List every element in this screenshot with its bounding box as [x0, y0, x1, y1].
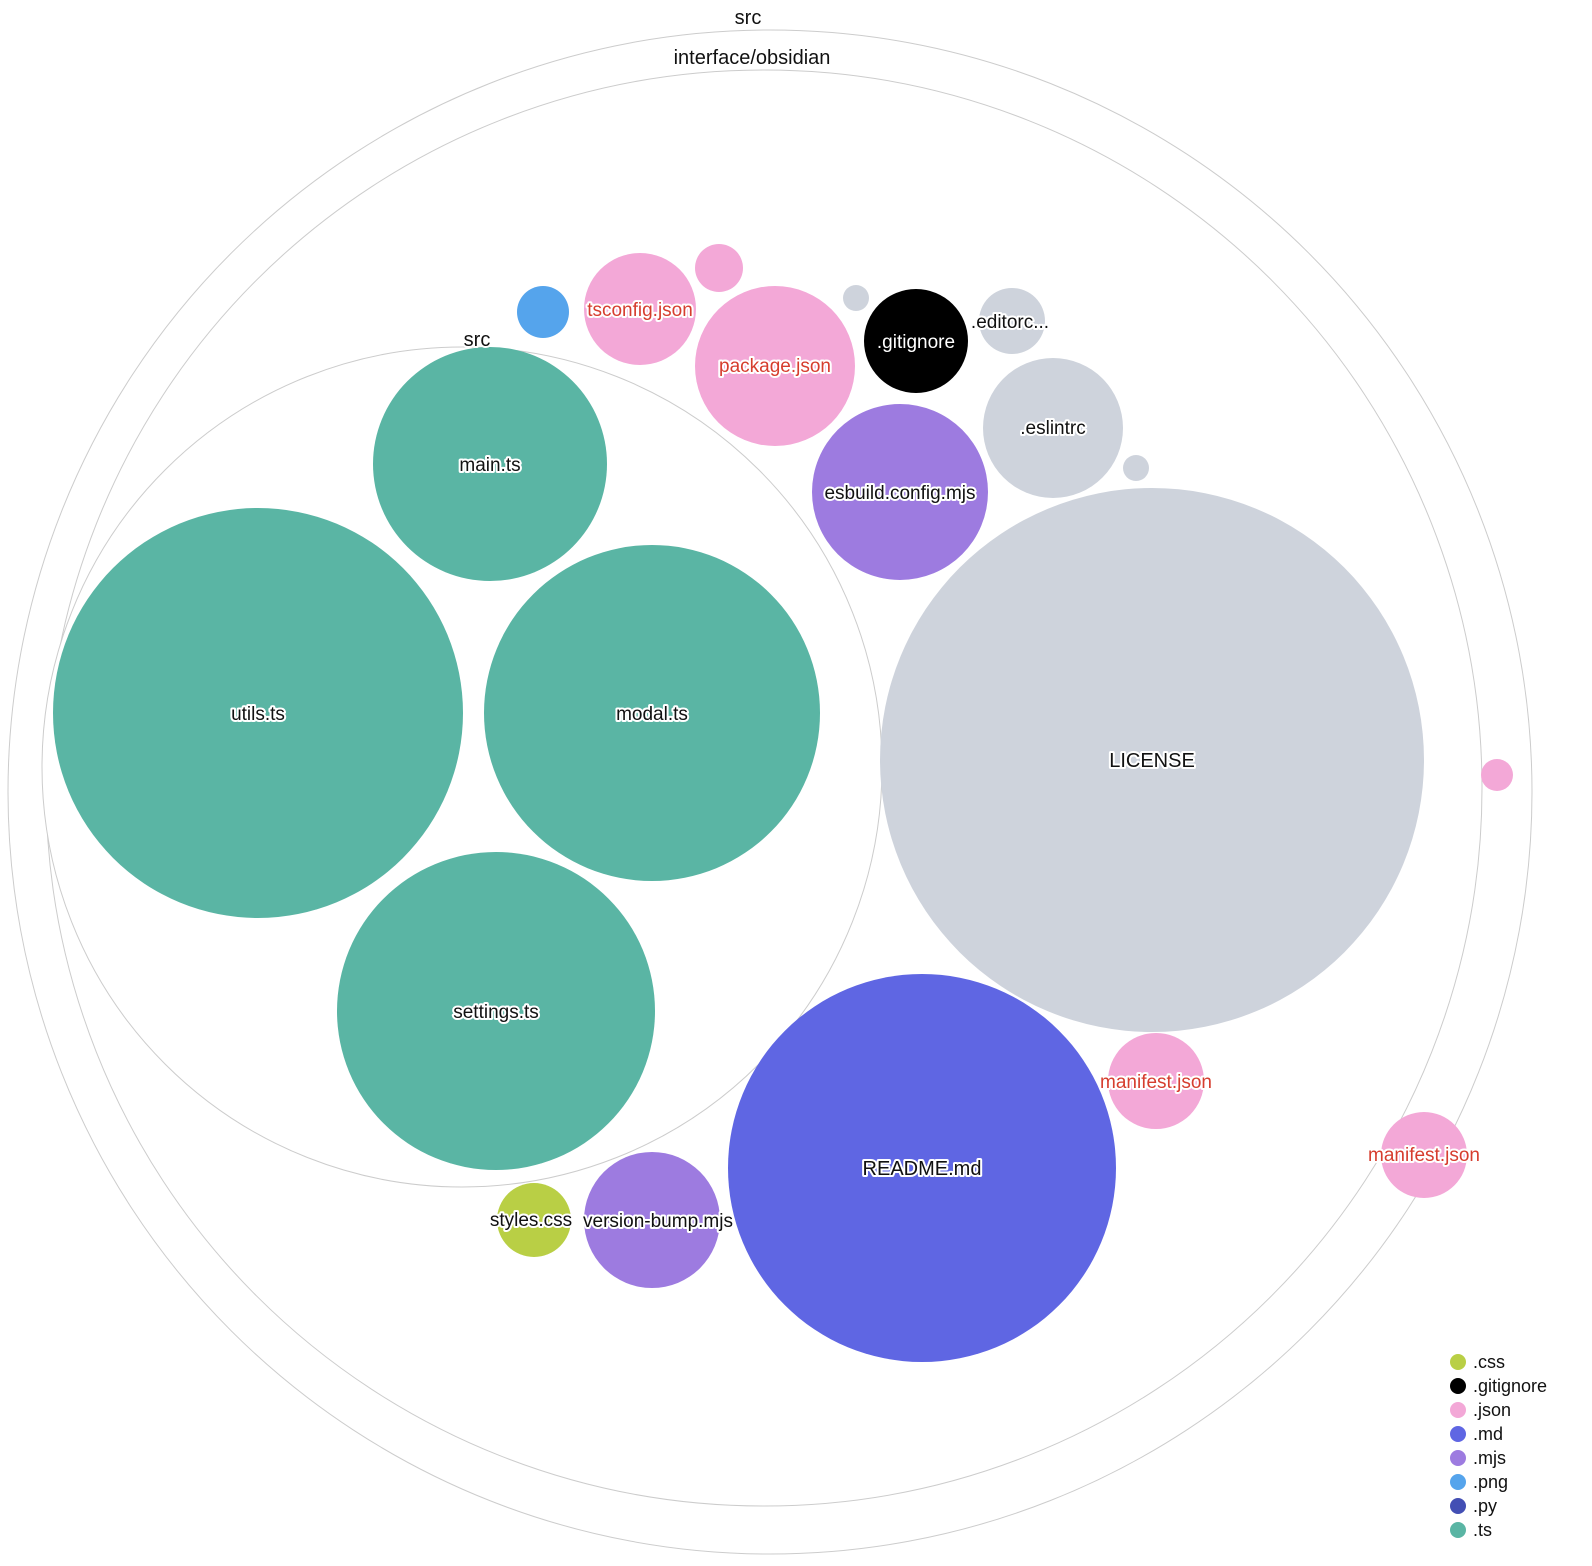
label-version-bump-mjs: version-bump.mjs [583, 1211, 733, 1232]
file-manifest-json-outer [1381, 1112, 1467, 1198]
label-utils-ts: utils.ts [231, 704, 285, 725]
label-styles-css: styles.css [490, 1210, 572, 1231]
file-json-small-right [1481, 759, 1513, 791]
label-settings-ts: settings.ts [453, 1002, 539, 1023]
file-main-ts [373, 347, 607, 581]
label-src: src [464, 329, 491, 351]
legend-label-png: .png [1473, 1472, 1508, 1492]
legend-label-ts: .ts [1473, 1520, 1492, 1540]
file-tsconfig-json [584, 253, 696, 365]
file-settings-ts [337, 852, 655, 1170]
legend-dot-gitignore [1450, 1378, 1466, 1394]
label-manifest-json-inner: manifest.json [1100, 1072, 1212, 1093]
label-manifest-json-outer: manifest.json [1368, 1145, 1480, 1166]
legend-dot-css [1450, 1354, 1466, 1370]
legend-dot-py [1450, 1498, 1466, 1514]
label-editorconfig: .editorc... [971, 312, 1049, 333]
file-utils-ts [53, 508, 463, 918]
file-readme-md [728, 974, 1116, 1362]
file-esbuild-config-mjs [812, 404, 988, 580]
legend-dot-mjs [1450, 1450, 1466, 1466]
legend-label-py: .py [1473, 1496, 1497, 1516]
label-main-ts: main.ts [459, 455, 520, 476]
label-interface-obsidian: interface/obsidian [674, 47, 831, 69]
file-version-bump-mjs [584, 1152, 720, 1288]
legend-dot-json [1450, 1402, 1466, 1418]
file-gray-small-a [843, 285, 869, 311]
file-manifest-json-inner [1108, 1033, 1204, 1129]
label-license: LICENSE [1109, 750, 1195, 772]
file-license [880, 488, 1424, 1032]
label-package-json: package.json [719, 356, 831, 377]
label-gitignore: .gitignore [877, 332, 955, 353]
file-eslintrc [983, 358, 1123, 498]
legend-label-css: .css [1473, 1352, 1505, 1372]
label-modal-ts: modal.ts [616, 704, 688, 725]
file-styles-css [497, 1183, 571, 1257]
file-gray-small-b [1123, 455, 1149, 481]
legend-dot-png [1450, 1474, 1466, 1490]
legend-label-md: .md [1473, 1424, 1503, 1444]
file-gitignore [864, 289, 968, 393]
label-tsconfig-json: tsconfig.json [587, 300, 693, 321]
label-src-outer: src [735, 7, 762, 29]
label-eslintrc: .eslintrc [1020, 418, 1085, 439]
legend-dot-md [1450, 1426, 1466, 1442]
file-json-small-top [695, 244, 743, 292]
file-png-small [517, 286, 569, 338]
file-package-json [695, 286, 855, 446]
legend-label-json: .json [1473, 1400, 1511, 1420]
legend-label-gitignore: .gitignore [1473, 1376, 1547, 1396]
legend-label-mjs: .mjs [1473, 1448, 1506, 1468]
file-modal-ts [484, 545, 820, 881]
label-readme-md: README.md [863, 1158, 982, 1180]
file-editorconfig [979, 288, 1045, 354]
legend-dot-ts [1450, 1522, 1466, 1538]
label-esbuild-config-mjs: esbuild.config.mjs [824, 483, 975, 504]
